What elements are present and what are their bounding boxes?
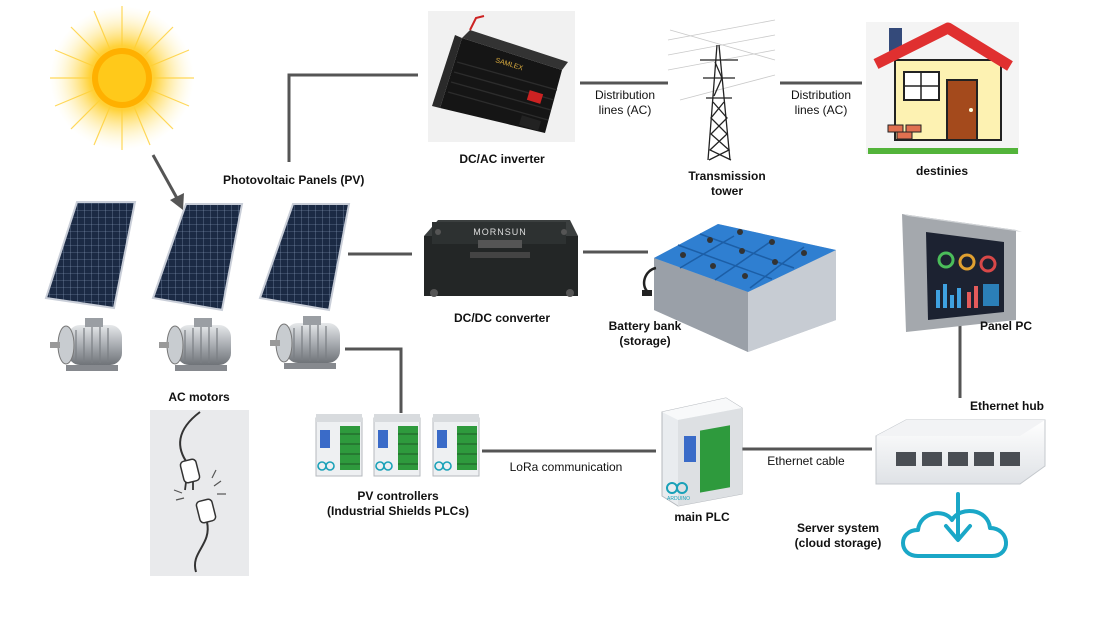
transmission-tower-icon: [667, 19, 776, 161]
labels: Photovoltaic Panels (PV) DC/AC inverter …: [168, 88, 1044, 550]
main-plc-icon: ARDUINO: [661, 397, 743, 507]
label-dcdc: DC/DC converter: [454, 311, 550, 325]
label-tower-line2: tower: [711, 184, 743, 198]
label-main-plc: main PLC: [674, 510, 730, 524]
power-plug-icon: [150, 410, 249, 576]
label-ac-motors: AC motors: [168, 390, 230, 404]
pv-controller-plc-icon-3: [432, 414, 480, 477]
label-inverter: DC/AC inverter: [459, 152, 545, 166]
sun-ray-arrow-icon: [151, 154, 184, 210]
label-dist1-line1: Distribution: [595, 88, 655, 102]
label-dist2-line1: Distribution: [791, 88, 851, 102]
line-motor-to-plc: [345, 347, 403, 413]
panel-pc-icon: [902, 214, 1022, 332]
label-tower-line1: Transmission: [688, 169, 765, 183]
main-plc-brand: ARDUINO: [667, 496, 690, 502]
label-dist2-line2: lines (AC): [795, 103, 848, 117]
label-battery-line2: (storage): [619, 334, 670, 348]
label-destinies: destinies: [916, 164, 968, 178]
label-battery-line1: Battery bank: [609, 319, 682, 333]
label-ethernet-cable: Ethernet cable: [767, 454, 845, 468]
label-lora: LoRa communication: [510, 460, 623, 474]
label-dist1-line2: lines (AC): [599, 103, 652, 117]
pv-panel-icon-1: [44, 201, 137, 310]
dcdc-brand: MORNSUN: [473, 227, 527, 237]
dc-dc-converter-icon: MORNSUN: [424, 220, 578, 297]
cloud-download-icon: [901, 492, 1008, 558]
label-pv-panels: Photovoltaic Panels (PV): [223, 173, 364, 187]
dc-ac-inverter-icon: SAMLEX: [428, 11, 575, 142]
label-server-line2: (cloud storage): [795, 536, 882, 550]
pv-panel-icon-2: [151, 203, 244, 312]
battery-bank-icon: [642, 224, 836, 352]
pv-controller-plc-icon-2: [373, 414, 421, 477]
sun-icon: [50, 6, 194, 150]
ac-motor-icon-1: [50, 318, 122, 371]
label-panel-pc: Panel PC: [980, 319, 1032, 333]
pv-panel-icon-3: [258, 203, 351, 312]
connector-lines: [287, 73, 962, 453]
ac-motor-icon-2: [159, 318, 231, 371]
pv-controller-plc-icon-1: [315, 414, 363, 477]
label-pv-ctrl-line2: (Industrial Shields PLCs): [327, 504, 469, 518]
label-pv-ctrl-line1: PV controllers: [357, 489, 439, 503]
label-ethernet-hub: Ethernet hub: [970, 399, 1044, 413]
house-icon: [866, 22, 1019, 154]
ac-motor-icon-3: [270, 316, 340, 369]
line-pv-to-inverter: [287, 73, 418, 162]
ethernet-hub-icon: [875, 419, 1046, 485]
label-server-line1: Server system: [797, 521, 879, 535]
